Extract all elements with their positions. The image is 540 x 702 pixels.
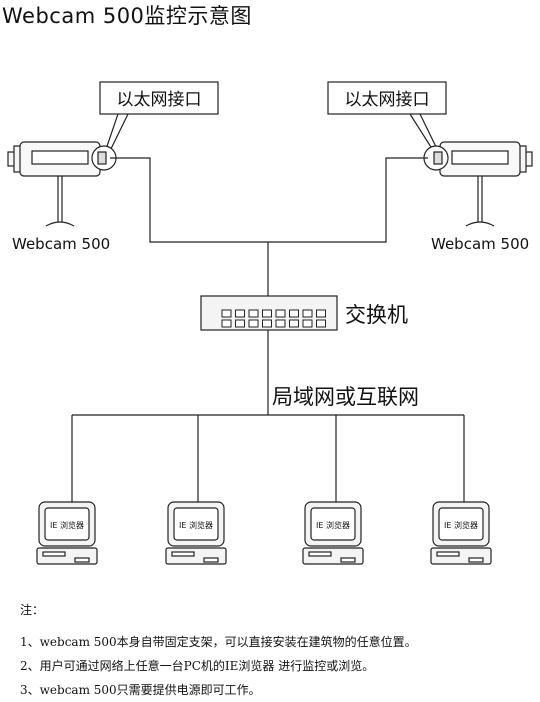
camera-left-name: Webcam 500 bbox=[12, 235, 110, 253]
switch-port bbox=[316, 309, 326, 318]
switch-port bbox=[221, 309, 232, 318]
note-item: 2、用户可通过网络上任意一台PC机的IE浏览器 进行监控或浏览。 bbox=[20, 659, 375, 673]
switch-label: 交换机 bbox=[345, 303, 408, 327]
network-label: 局域网或互联网 bbox=[272, 385, 419, 409]
switch-port bbox=[289, 309, 299, 318]
switch-port bbox=[262, 309, 272, 318]
client-pc: IE 浏览器 bbox=[430, 501, 492, 565]
notes-section: 注： 1、webcam 500本身自带固定支架，可以直接安装在建筑物的任意位置。… bbox=[20, 598, 417, 702]
switch-port bbox=[302, 309, 313, 318]
port-label-left: 以太网接口 bbox=[117, 90, 202, 110]
switch-port bbox=[235, 319, 245, 328]
network-diagram: IE 浏览器 IE 浏览器 IE 浏览器 IE 浏览器 以太网接口 以太网接口 Web… bbox=[7, 81, 533, 565]
page-title: Webcam 500监控示意图 bbox=[2, 4, 252, 28]
client-screen-label: IE 浏览器 bbox=[444, 520, 478, 530]
switch-port bbox=[275, 319, 286, 328]
note-item: 1、webcam 500本身自带固定支架，可以直接安装在建筑物的任意位置。 bbox=[20, 635, 417, 649]
client-screen-label: IE 浏览器 bbox=[316, 520, 350, 530]
port-label-right: 以太网接口 bbox=[345, 90, 430, 110]
client-screen-label: IE 浏览器 bbox=[50, 520, 84, 530]
client-screen-label: IE 浏览器 bbox=[179, 520, 213, 530]
switch-port bbox=[275, 309, 286, 318]
port-callout-right bbox=[327, 81, 447, 156]
notes-heading: 注： bbox=[20, 603, 45, 617]
switch-port bbox=[248, 309, 259, 318]
camera-left bbox=[7, 141, 117, 227]
client-pc: IE 浏览器 bbox=[302, 501, 364, 565]
client-pc: IE 浏览器 bbox=[36, 501, 98, 565]
camera-right bbox=[423, 141, 533, 227]
camera-right-name: Webcam 500 bbox=[431, 235, 529, 253]
switch-port bbox=[248, 319, 259, 328]
client-pc: IE 浏览器 bbox=[165, 501, 227, 565]
switch-port bbox=[262, 319, 272, 328]
switch-port bbox=[316, 319, 326, 328]
switch-port bbox=[221, 319, 232, 328]
switch-port bbox=[235, 309, 245, 318]
switch-port bbox=[289, 319, 299, 328]
note-item: 3、webcam 500只需要提供电源即可工作。 bbox=[20, 683, 261, 697]
port-callout-left bbox=[99, 81, 219, 156]
switch-port bbox=[302, 319, 313, 328]
